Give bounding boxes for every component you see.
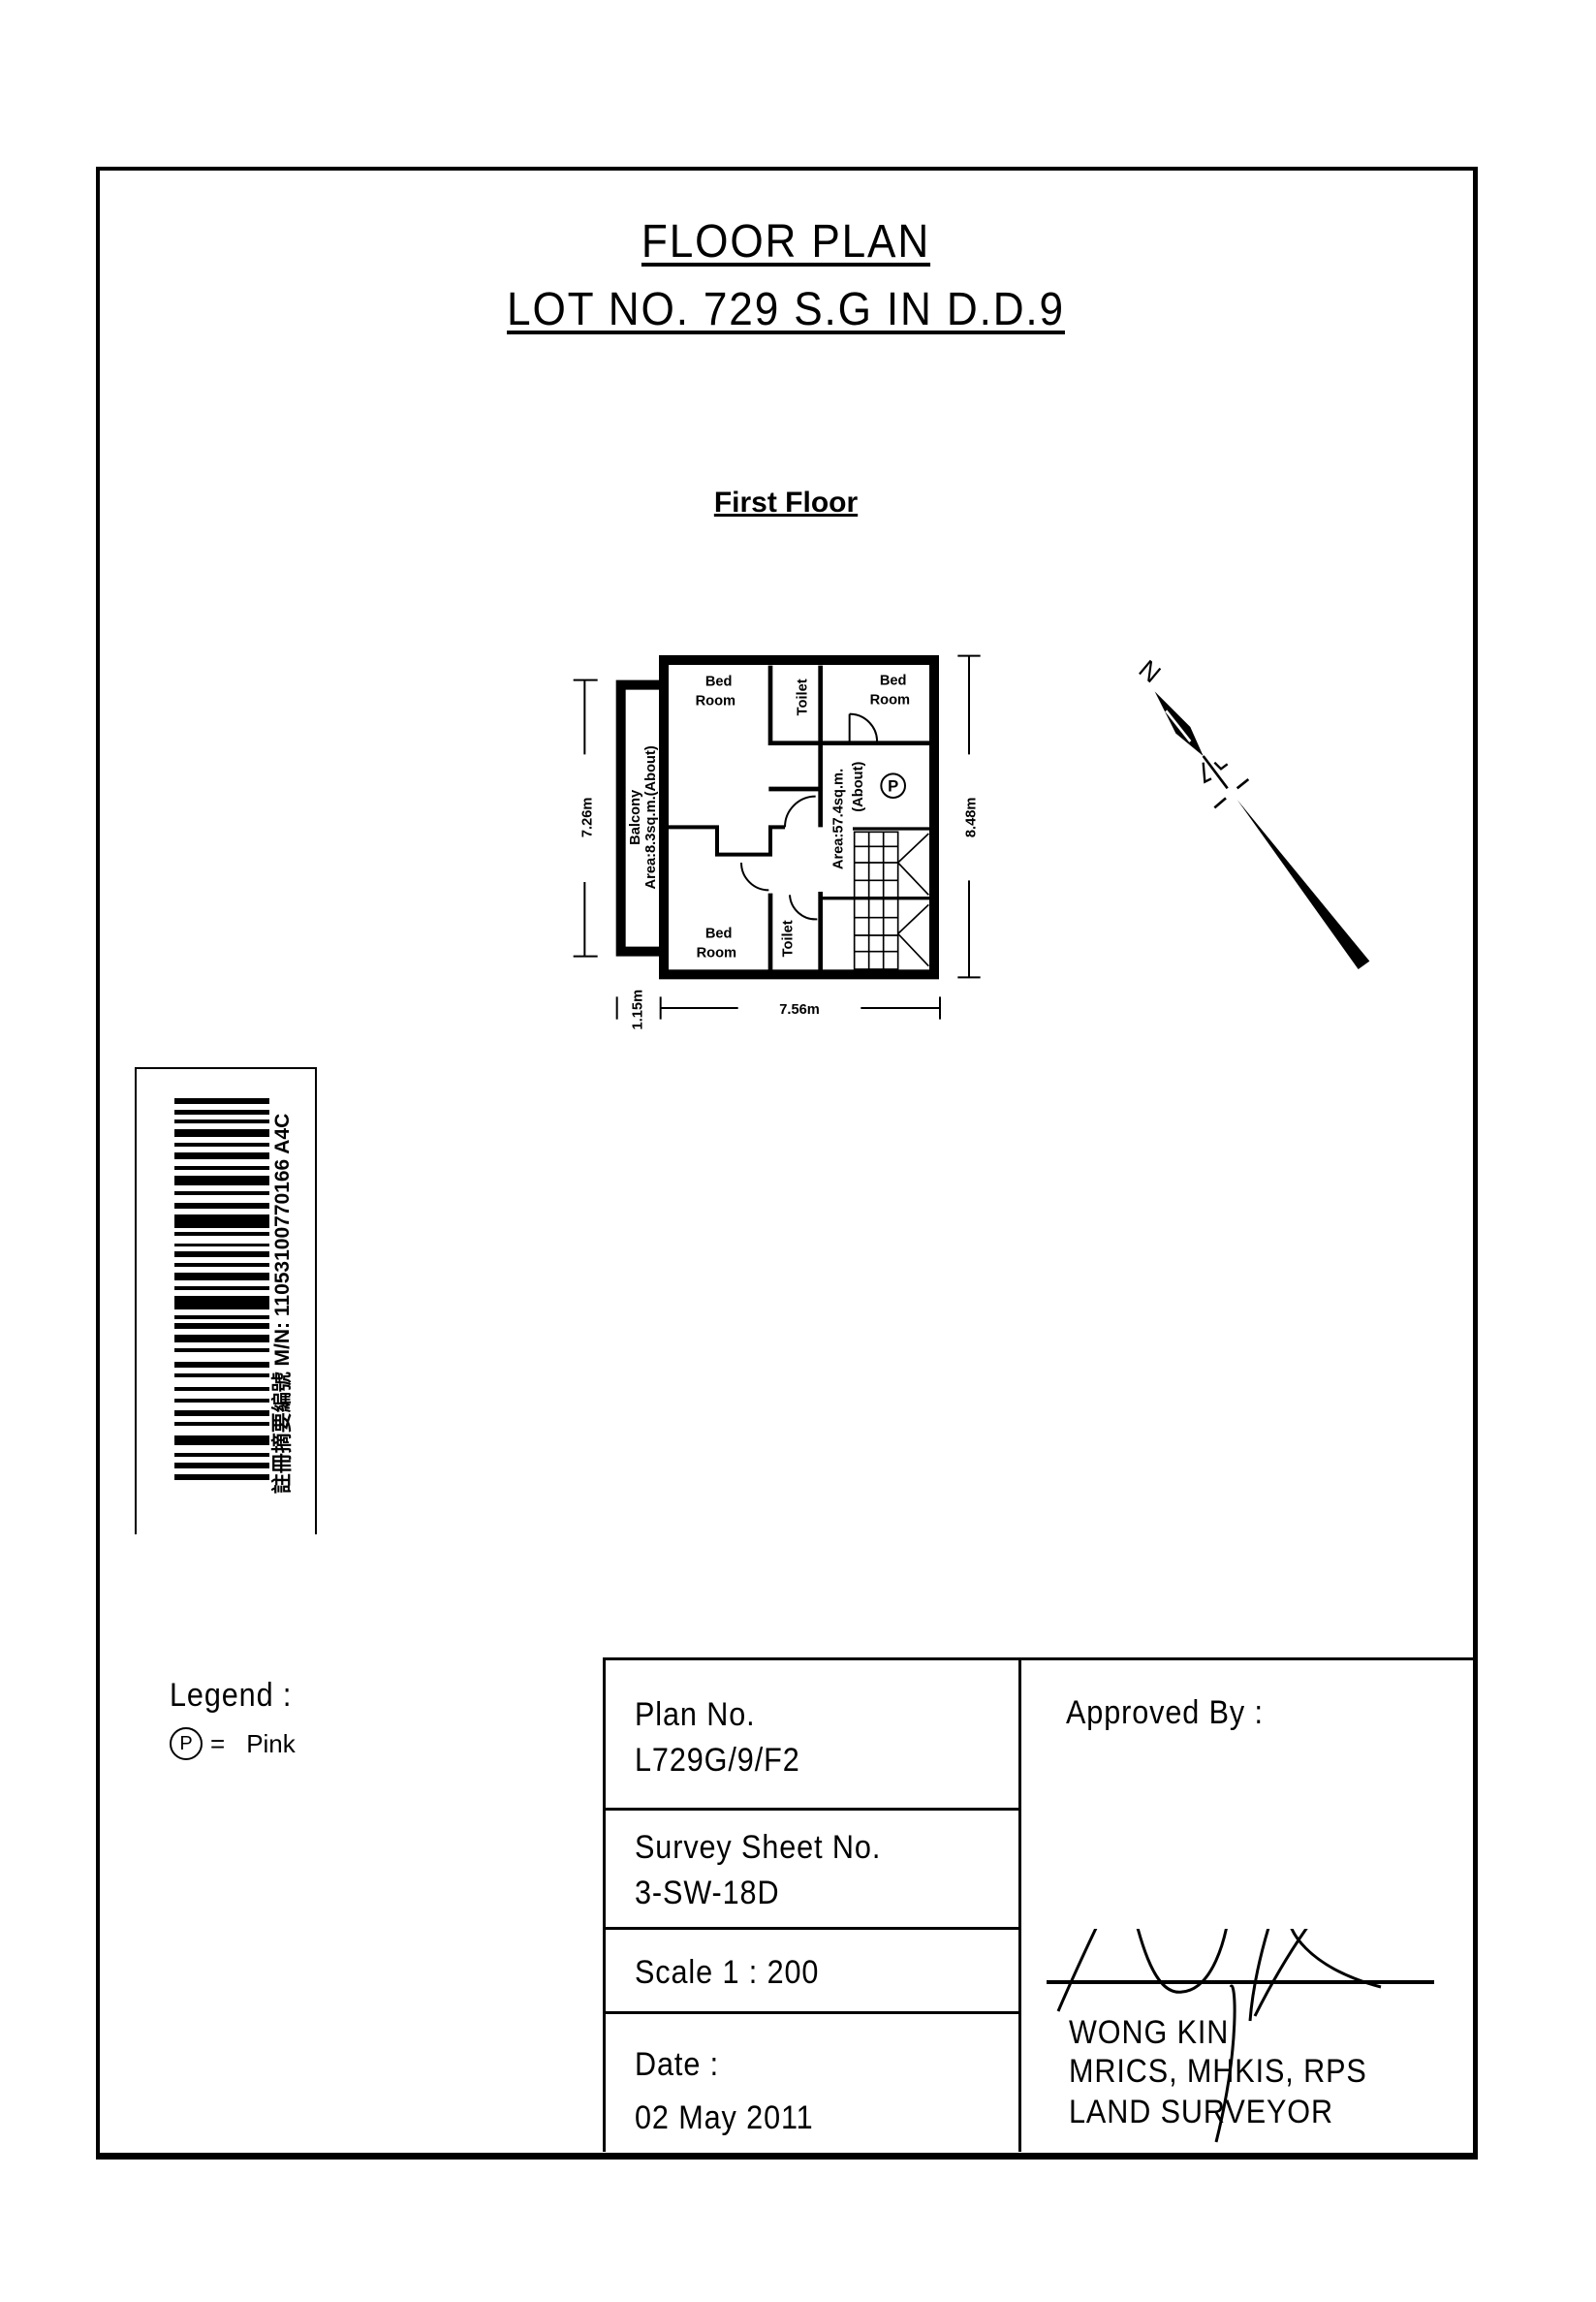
surveyor-qualifications: MRICS, MHKIS, RPS bbox=[1069, 2053, 1367, 2090]
room-label: Bed bbox=[705, 926, 733, 941]
floor-plan-drawing: Bed Room Bed Room Bed Room Toilet Toilet… bbox=[573, 654, 981, 1030]
barcode-number: 註冊摘要編號 M/N: 11053100770166 A4C bbox=[262, 1095, 300, 1512]
date-label: Date : bbox=[635, 2046, 720, 2083]
page-border bbox=[96, 167, 1478, 2160]
room-label: Room bbox=[870, 693, 911, 709]
dim-left: 7.26m bbox=[580, 798, 596, 838]
divider bbox=[603, 1927, 1019, 1930]
page-title: FLOOR PLAN bbox=[641, 216, 931, 268]
legend-meaning: Pink bbox=[246, 1728, 296, 1758]
dim-right: 8.48m bbox=[964, 798, 980, 838]
room-label: Room bbox=[697, 945, 737, 961]
room-label: Bed bbox=[705, 674, 733, 689]
legend-entry: P = Pink bbox=[170, 1727, 296, 1760]
dim-balcony: 1.15m bbox=[631, 990, 646, 1030]
barcode-number-text: 註冊摘要編號 M/N: 11053100770166 A4C bbox=[271, 1113, 294, 1495]
floor-label: First Floor bbox=[713, 487, 859, 519]
survey-sheet-label: Survey Sheet No. bbox=[635, 1829, 882, 1866]
pink-marker-icon: P bbox=[170, 1727, 203, 1760]
main-area-about: (About) bbox=[851, 762, 866, 812]
title-block-left-border bbox=[603, 1657, 606, 2152]
legend-equals: = bbox=[210, 1728, 226, 1758]
surveyor-title: LAND SURVEYOR bbox=[1069, 2094, 1334, 2130]
approved-by-label: Approved By : bbox=[1066, 1694, 1264, 1731]
room-label: Room bbox=[696, 693, 736, 709]
barcode-icon bbox=[174, 1098, 269, 1480]
surveyor-name: WONG KIN bbox=[1069, 2014, 1230, 2051]
legend-title: Legend : bbox=[170, 1677, 293, 1714]
scale-text: Scale 1 : 200 bbox=[635, 1954, 820, 1991]
survey-sheet-value: 3-SW-18D bbox=[635, 1875, 780, 1911]
title-block-divider bbox=[1018, 1657, 1021, 2152]
toilet-label: Toilet bbox=[796, 678, 811, 715]
north-label: N bbox=[1133, 659, 1166, 688]
title-block-top-border bbox=[603, 1657, 1473, 1660]
divider bbox=[603, 1808, 1019, 1811]
dim-bottom: 7.56m bbox=[779, 1002, 820, 1018]
main-area: Area:57.4sq.m. bbox=[830, 769, 846, 869]
pink-marker: P bbox=[888, 777, 898, 796]
plan-no-value: L729G/9/F2 bbox=[635, 1742, 800, 1779]
date-value: 02 May 2011 bbox=[635, 2099, 814, 2136]
plan-no-label: Plan No. bbox=[635, 1696, 756, 1733]
divider bbox=[603, 2011, 1019, 2014]
north-arrow-icon: N bbox=[1133, 659, 1370, 969]
balcony-area: Area:8.3sq.m.(About) bbox=[643, 745, 659, 889]
room-label: Bed bbox=[880, 674, 907, 689]
signature bbox=[1047, 1929, 1434, 2143]
balcony-label: Balcony bbox=[628, 789, 643, 845]
barcode-sticker bbox=[135, 1067, 317, 1534]
toilet-label: Toilet bbox=[781, 920, 797, 957]
lot-number-title: LOT NO. 729 S.G IN D.D.9 bbox=[507, 284, 1065, 335]
